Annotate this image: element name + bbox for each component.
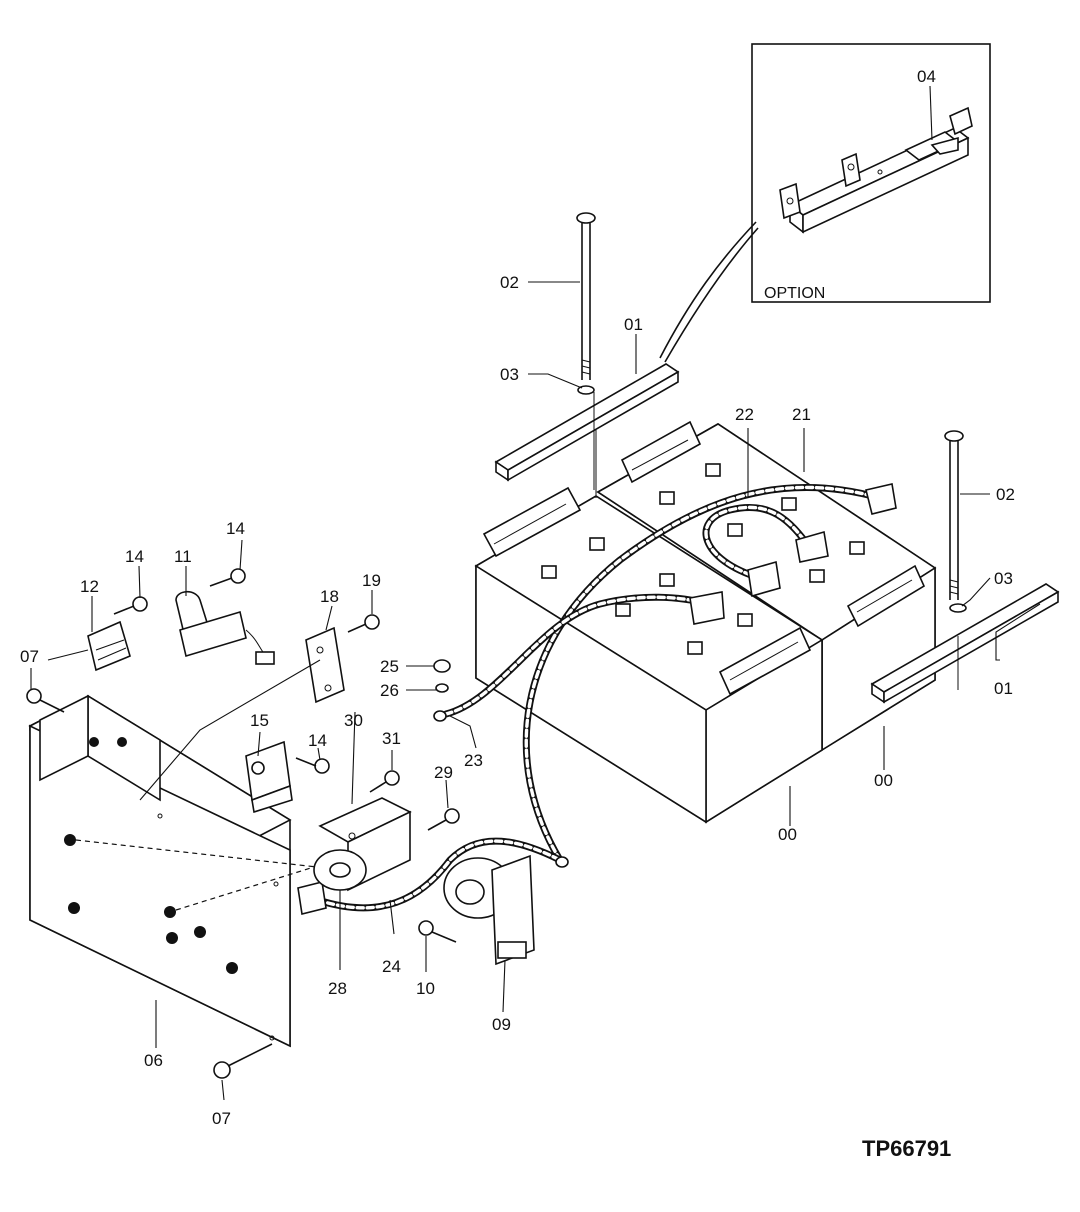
option-bracket-04 xyxy=(779,85,973,234)
callout-11: 11 xyxy=(174,547,192,566)
bolt-10 xyxy=(418,920,457,943)
callout-14-b: 14 xyxy=(226,519,245,538)
callout-29: 29 xyxy=(434,763,453,782)
relay-12 xyxy=(47,620,131,672)
callout-25: 25 xyxy=(380,657,399,676)
callout-15: 15 xyxy=(250,711,269,730)
callout-21: 21 xyxy=(792,405,811,424)
callout-09: 09 xyxy=(492,1015,511,1034)
bolt-07-top xyxy=(26,688,65,713)
switch-09 xyxy=(443,854,535,966)
bolt-31 xyxy=(369,770,400,793)
relay-15 xyxy=(245,740,293,814)
mounting-plate-06 xyxy=(28,694,331,1048)
hold-down-bar-right xyxy=(870,583,1060,704)
callout-24: 24 xyxy=(382,957,401,976)
bolt-14-b xyxy=(209,568,246,587)
circuit-breaker-28 xyxy=(313,849,367,891)
cable-22 xyxy=(702,503,829,598)
callout-18: 18 xyxy=(320,587,339,606)
bolt-19 xyxy=(347,614,380,633)
bolt-29 xyxy=(427,808,460,831)
bolt-14-c xyxy=(295,757,330,774)
option-inset: 04 OPTION xyxy=(659,43,991,363)
callout-07-bottom: 07 xyxy=(212,1109,231,1128)
callout-01-right: 01 xyxy=(994,679,1013,698)
leader-lines xyxy=(30,281,1041,1101)
option-leader xyxy=(659,221,757,359)
callout-10: 10 xyxy=(416,979,435,998)
callout-22: 22 xyxy=(735,405,754,424)
drawing-id: TP66791 xyxy=(862,1136,951,1161)
callout-31: 31 xyxy=(382,729,401,748)
callout-19: 19 xyxy=(362,571,381,590)
callout-26: 26 xyxy=(380,681,399,700)
hold-down-bolt-left xyxy=(576,212,596,380)
washer-26 xyxy=(435,683,449,693)
cable-21 xyxy=(522,483,897,864)
callout-12: 12 xyxy=(80,577,99,596)
callout-02-left: 02 xyxy=(500,273,519,292)
battery-front xyxy=(474,486,824,824)
callout-00-front: 00 xyxy=(778,825,797,844)
hold-down-bolt-right xyxy=(944,430,964,600)
hold-down-bar-left xyxy=(494,363,680,498)
callout-30: 30 xyxy=(344,711,363,730)
callout-01-left: 01 xyxy=(624,315,643,334)
callout-07-top: 07 xyxy=(20,647,39,666)
callout-14-c: 14 xyxy=(308,731,327,750)
option-inset-frame xyxy=(751,43,991,303)
sensor-11 xyxy=(175,590,275,665)
callouts: 02 01 03 21 22 02 03 01 00 00 14 14 11 1… xyxy=(20,273,1015,1128)
cable-24 xyxy=(297,837,569,915)
callout-06: 06 xyxy=(144,1051,163,1070)
callout-03-left: 03 xyxy=(500,365,519,384)
bracket-18 xyxy=(139,626,345,801)
option-label: OPTION xyxy=(764,285,825,302)
callout-02-right: 02 xyxy=(996,485,1015,504)
cable-23 xyxy=(433,591,725,722)
bolt-14-a xyxy=(113,596,148,615)
callout-23: 23 xyxy=(464,751,483,770)
bolt-07-bottom xyxy=(213,1043,273,1079)
callout-04: 04 xyxy=(917,67,936,86)
callout-00-right: 00 xyxy=(874,771,893,790)
callout-14-a: 14 xyxy=(125,547,144,566)
nut-25 xyxy=(433,659,451,673)
callout-28: 28 xyxy=(328,979,347,998)
callout-03-right: 03 xyxy=(994,569,1013,588)
